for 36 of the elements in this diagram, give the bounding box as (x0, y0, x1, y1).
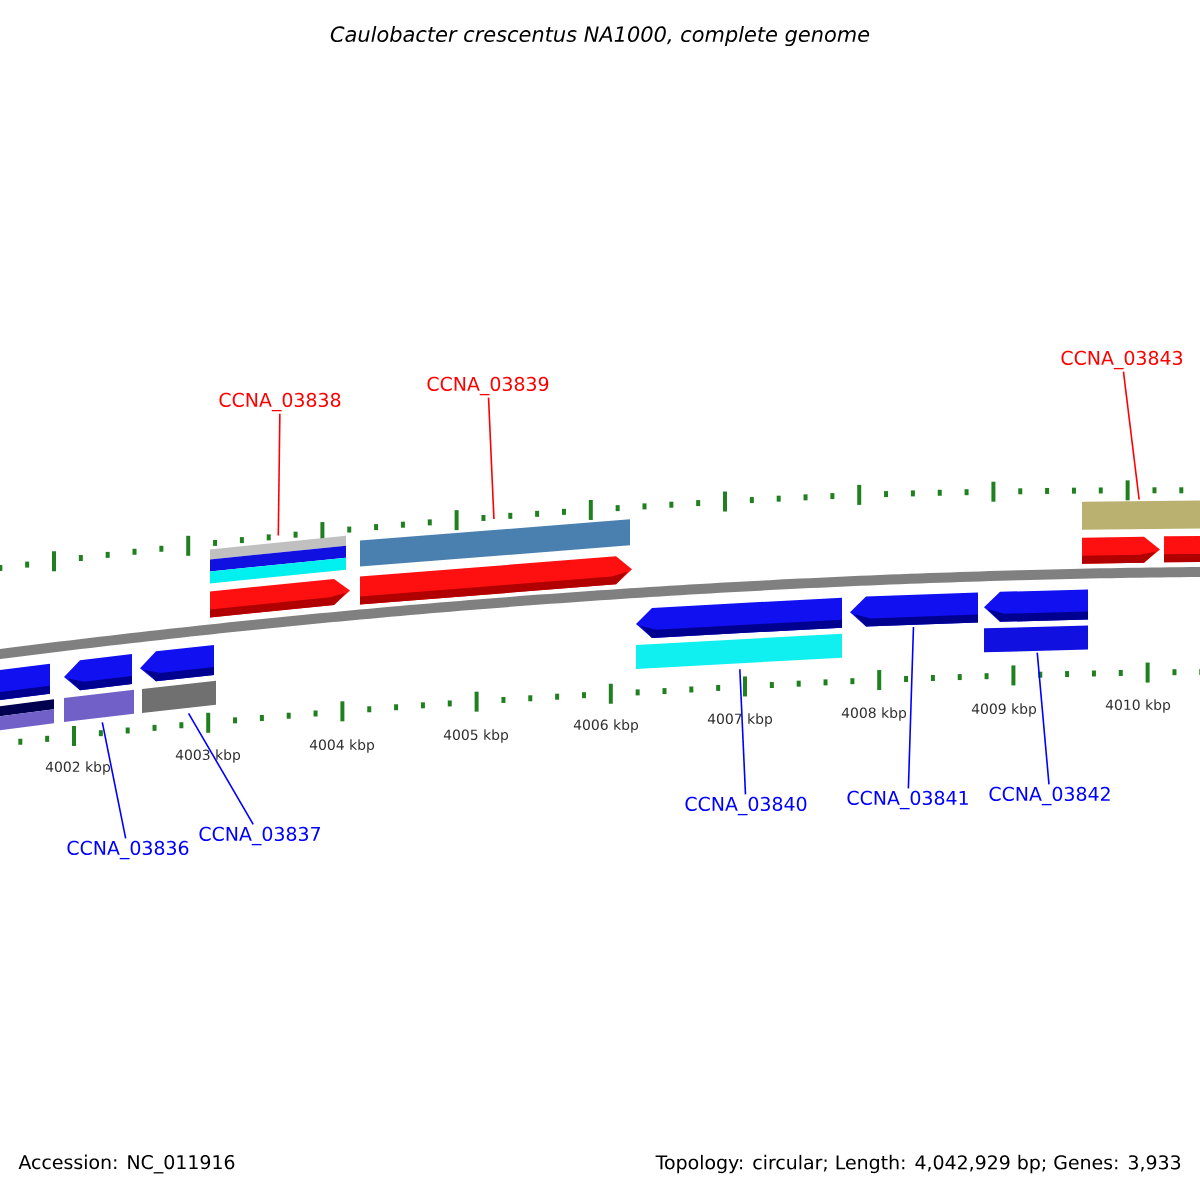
feature-bar (984, 625, 1088, 653)
feature-bar (1082, 499, 1200, 530)
leader-line (277, 412, 281, 537)
feature-bar (636, 633, 842, 669)
footer-text: Accession: NC_011916 (18, 1154, 235, 1174)
feature-bar (210, 535, 346, 584)
gene-label: CCNA_03837 (199, 826, 320, 846)
leader-line (739, 668, 747, 796)
gene-block (64, 654, 132, 691)
gene-block (850, 592, 978, 627)
gene-label: CCNA_03843 (1061, 350, 1183, 370)
gene-block (360, 556, 632, 605)
leader-line (101, 721, 127, 840)
leader-line (907, 626, 915, 790)
gene-label: CCNA_03836 (67, 840, 189, 860)
feature-bar (64, 689, 134, 723)
gene-block (210, 579, 350, 618)
gene-block (1164, 535, 1200, 563)
feature-bar (360, 519, 630, 567)
gene-block (1082, 536, 1160, 564)
gene-label: CCNA_03839 (427, 376, 549, 396)
gene-block (140, 645, 214, 682)
gene-label: CCNA_03841 (847, 790, 968, 810)
gene-label: CCNA_03838 (219, 392, 341, 412)
leader-line (187, 712, 254, 826)
gene-block (984, 589, 1088, 622)
gene-block (636, 597, 842, 638)
leader-line (1036, 651, 1050, 786)
gene-block (0, 663, 50, 706)
gene-label: CCNA_03842 (989, 786, 1110, 806)
title: Caulobacter crescentus NA1000, complete genome (330, 25, 870, 47)
feature-bar (142, 680, 216, 713)
leader-line (487, 396, 495, 520)
gene-label: CCNA_03840 (685, 796, 807, 816)
leader-line (1122, 370, 1140, 501)
footer-text: Topology: circular; Length: 4,042,929 bp; Genes: 3,933 (655, 1154, 1181, 1174)
